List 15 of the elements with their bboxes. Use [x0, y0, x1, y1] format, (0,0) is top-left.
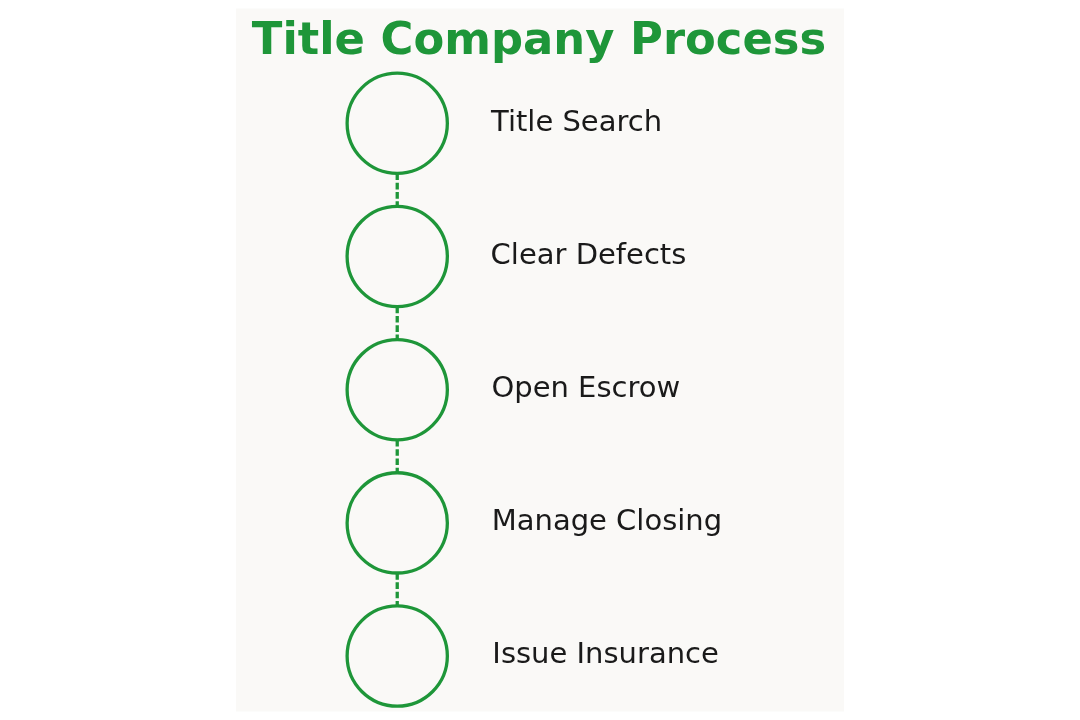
- connector: [395, 306, 399, 340]
- node-circle: [345, 204, 449, 309]
- node-circle: [345, 604, 449, 708]
- node-label: Open Escrow: [491, 370, 681, 405]
- node-circle: [345, 337, 449, 442]
- connector: [395, 573, 399, 606]
- node-label: Manage Closing: [491, 503, 723, 538]
- node-label: Title Search: [491, 103, 663, 138]
- connector: [395, 173, 399, 207]
- node-circle: [345, 71, 449, 176]
- diagram-title: Title Company Process: [251, 11, 827, 65]
- connector: [395, 440, 399, 473]
- node-label: Clear Defects: [490, 236, 687, 271]
- node-label: Issue Insurance: [492, 636, 719, 671]
- node-circle: [345, 471, 449, 575]
